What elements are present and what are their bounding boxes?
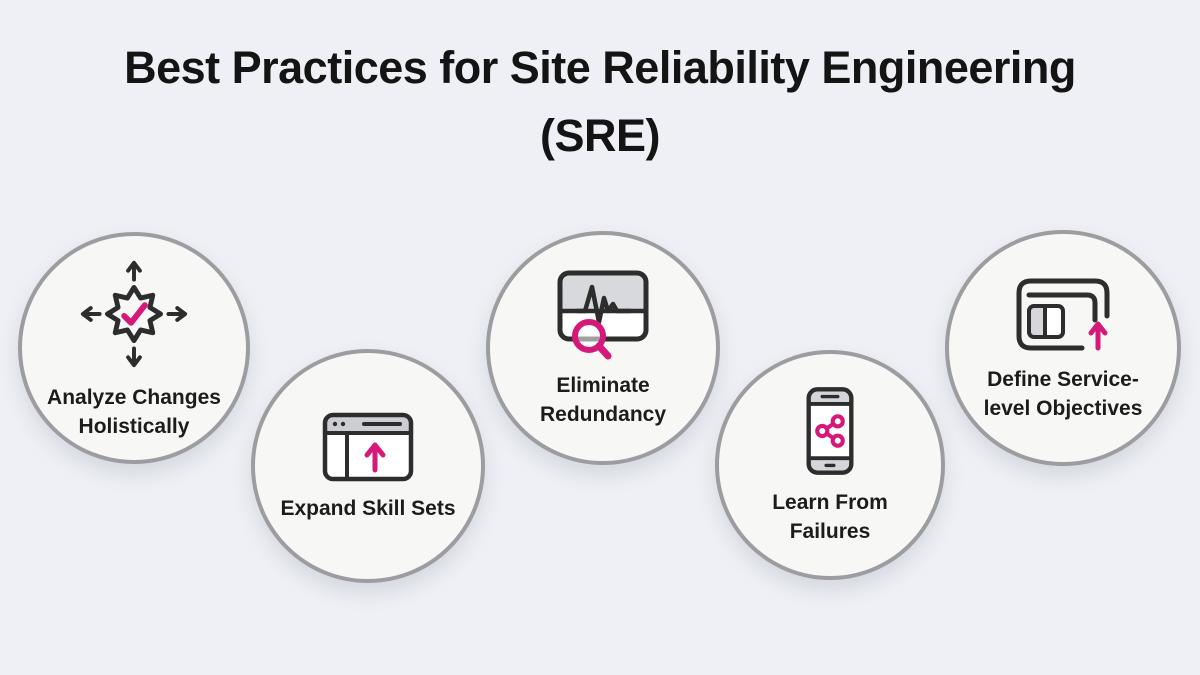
step-learn-from-failures: Learn From Failures (715, 350, 945, 580)
browser-window-up-arrow-icon (322, 412, 414, 481)
title-line-2: (SRE) (540, 110, 661, 161)
step-label: Expand Skill Sets (280, 496, 456, 520)
smartphone-share-icon (806, 387, 854, 475)
monitor-pulse-search-icon (557, 270, 649, 360)
step-label: Learn From Failures (772, 491, 888, 543)
page-title: Best Practices for Site Reliability Engi… (0, 34, 1200, 170)
step-analyze-changes: Analyze Changes Holistically (18, 232, 250, 464)
window-layout-up-arrow-icon (1016, 278, 1110, 351)
gear-check-arrows-icon (80, 260, 188, 368)
step-expand-skill-sets: Expand Skill Sets (251, 349, 485, 583)
step-label: Analyze Changes Holistically (47, 386, 221, 438)
step-label: Define Service- level Objectives (983, 368, 1143, 420)
step-eliminate-redundancy: Eliminate Redundancy (486, 231, 720, 465)
step-label: Eliminate Redundancy (539, 374, 667, 426)
step-define-slo: Define Service- level Objectives (945, 230, 1181, 466)
title-line-1: Best Practices for Site Reliability Engi… (124, 42, 1076, 93)
